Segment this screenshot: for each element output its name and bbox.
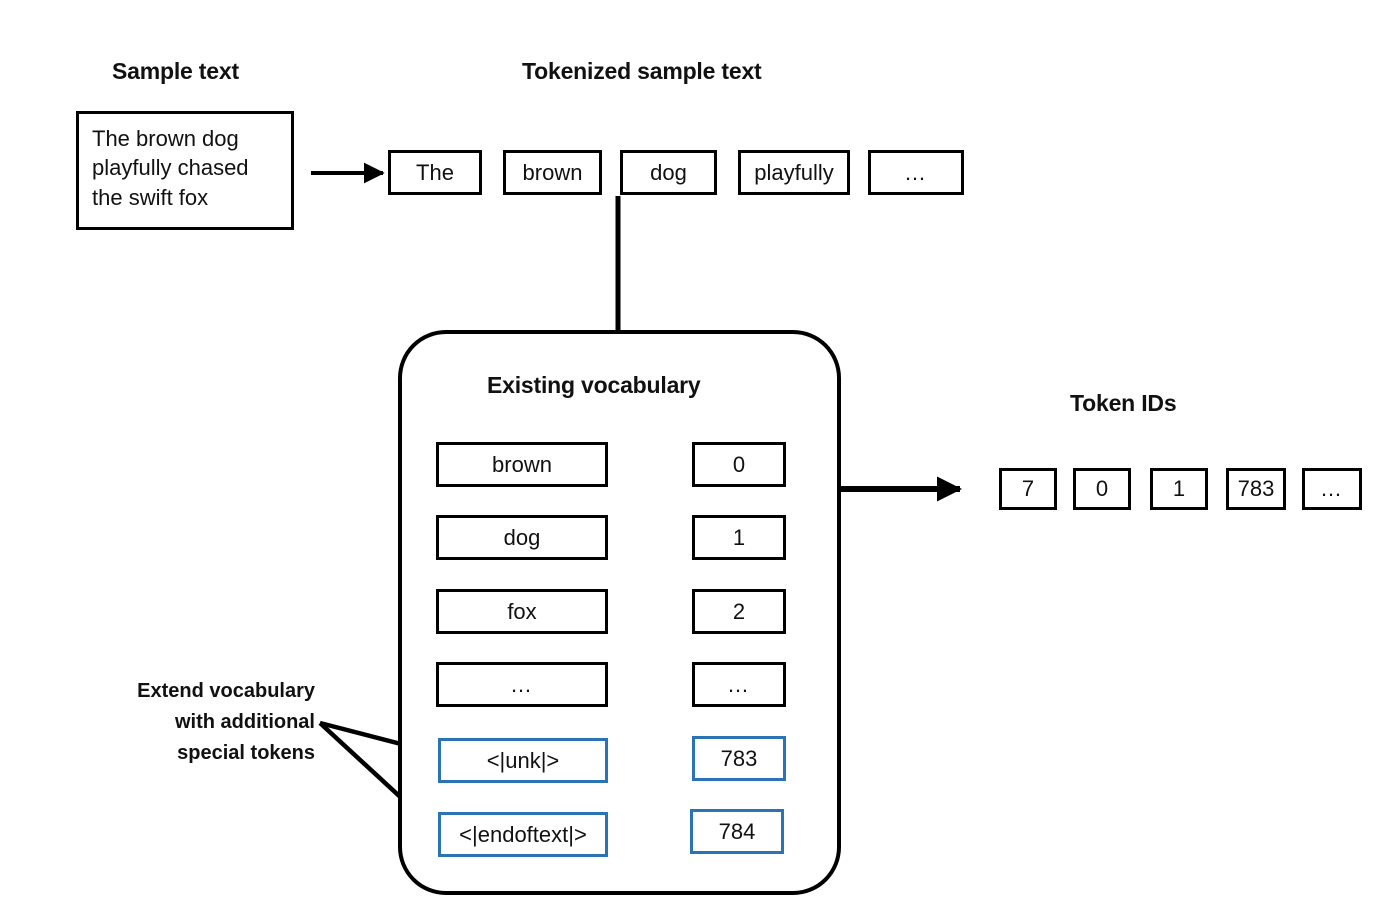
vocab-id-box-brown: 0 xyxy=(692,442,786,487)
token-id-chip-3: 783 xyxy=(1226,468,1286,510)
token-id-chip-4: … xyxy=(1302,468,1362,510)
vocab-id-box-ellipsis: … xyxy=(692,662,786,707)
extend-vocabulary-callout: Extend vocabulary with additional specia… xyxy=(40,676,315,769)
vocab-id-box-fox: 2 xyxy=(692,589,786,634)
token-id-chip-0: 7 xyxy=(999,468,1057,510)
token-chip-the: The xyxy=(388,150,482,195)
token-chip-dog: dog xyxy=(620,150,717,195)
token-chip-playfully: playfully xyxy=(738,150,850,195)
vocab-token-box-fox: fox xyxy=(436,589,608,634)
token-id-chip-1: 0 xyxy=(1073,468,1131,510)
token-chip-ellipsis: … xyxy=(868,150,964,195)
callout-line-1: Extend vocabulary xyxy=(137,680,315,702)
vocab-id-box-dog: 1 xyxy=(692,515,786,560)
callout-line-3: special tokens xyxy=(177,742,315,764)
existing-vocabulary-heading: Existing vocabulary xyxy=(487,372,701,398)
vocab-id-box-endoftext: 784 xyxy=(690,809,784,854)
vocab-id-box-unk: 783 xyxy=(692,736,786,781)
tokenized-heading: Tokenized sample text xyxy=(522,58,762,84)
token-id-chip-2: 1 xyxy=(1150,468,1208,510)
vocab-token-box-ellipsis: … xyxy=(436,662,608,707)
sample-text-box: The brown dog playfully chased the swift… xyxy=(76,111,294,230)
callout-line-2: with additional xyxy=(175,711,315,733)
sample-text-heading: Sample text xyxy=(112,58,239,84)
token-chip-brown: brown xyxy=(503,150,602,195)
vocab-token-box-dog: dog xyxy=(436,515,608,560)
vocab-token-box-endoftext: <|endoftext|> xyxy=(438,812,608,857)
token-ids-heading: Token IDs xyxy=(1070,390,1177,416)
vocab-token-box-brown: brown xyxy=(436,442,608,487)
vocab-token-box-unk: <|unk|> xyxy=(438,738,608,783)
